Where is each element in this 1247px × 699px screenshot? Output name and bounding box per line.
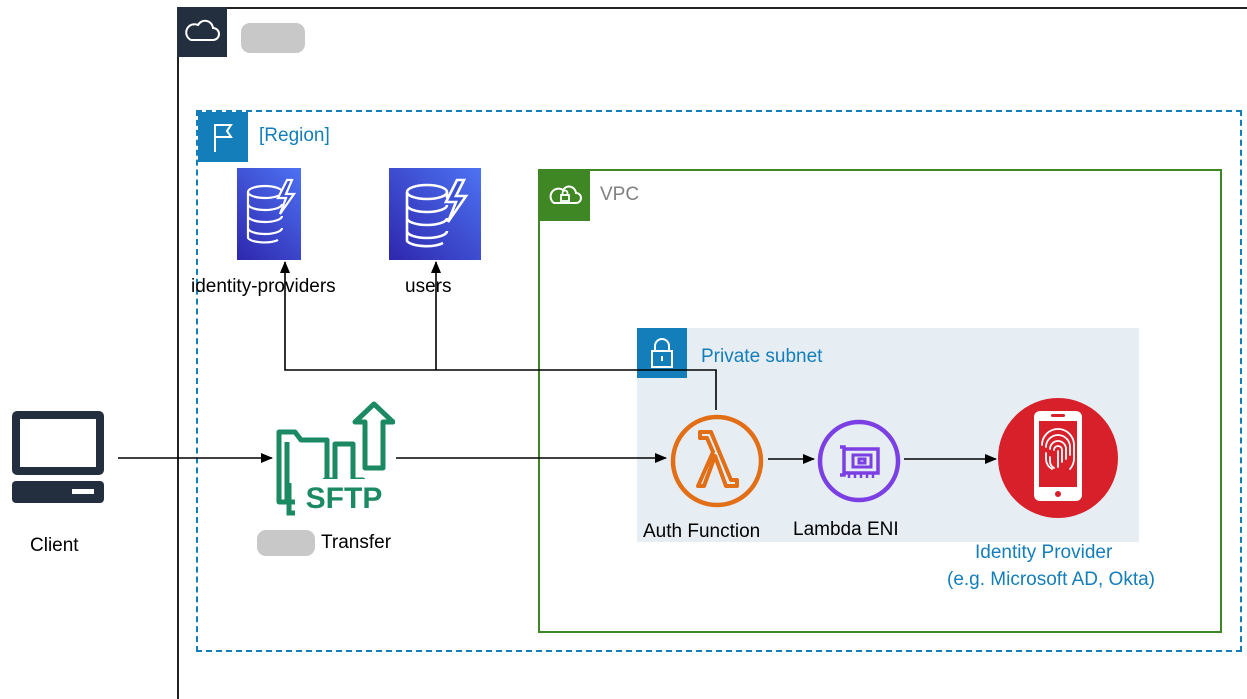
sftp-icon: SFTP: [273, 398, 396, 516]
laptop-icon: [8, 408, 108, 508]
dynamodb-icon: [389, 168, 481, 260]
dynamodb-icon: [237, 168, 301, 260]
identity-provider-label: Identity Provider: [975, 542, 1113, 563]
vpc-boundary: [538, 169, 1222, 633]
svg-text:SFTP: SFTP: [306, 482, 383, 515]
fingerprint-phone-icon: [997, 397, 1119, 519]
region-label: [Region]: [259, 125, 330, 146]
users-label: users: [405, 276, 452, 297]
cloud-icon: [177, 7, 227, 57]
cloud-label-redacted: [241, 23, 305, 53]
client-label: Client: [30, 535, 79, 556]
region-boundary: [196, 110, 1242, 652]
vpc-cloud-lock-icon: [540, 171, 590, 221]
vpc-label: VPC: [600, 184, 640, 205]
transfer-label-redacted: [257, 530, 315, 556]
network-interface-icon: [815, 417, 903, 505]
cloud-boundary: [177, 7, 1247, 699]
lambda-eni-label: Lambda ENI: [793, 519, 899, 540]
lambda-icon: [667, 411, 767, 511]
subnet-label: Private subnet: [701, 346, 823, 367]
identity-provider-example-label: (e.g. Microsoft AD, Okta): [947, 569, 1155, 590]
flag-icon: [198, 112, 248, 162]
identity-providers-label: identity-providers: [191, 276, 336, 297]
auth-function-label: Auth Function: [643, 521, 761, 542]
transfer-label: Transfer: [321, 532, 392, 553]
arrow-auth-to-identity-providers: [280, 261, 717, 410]
